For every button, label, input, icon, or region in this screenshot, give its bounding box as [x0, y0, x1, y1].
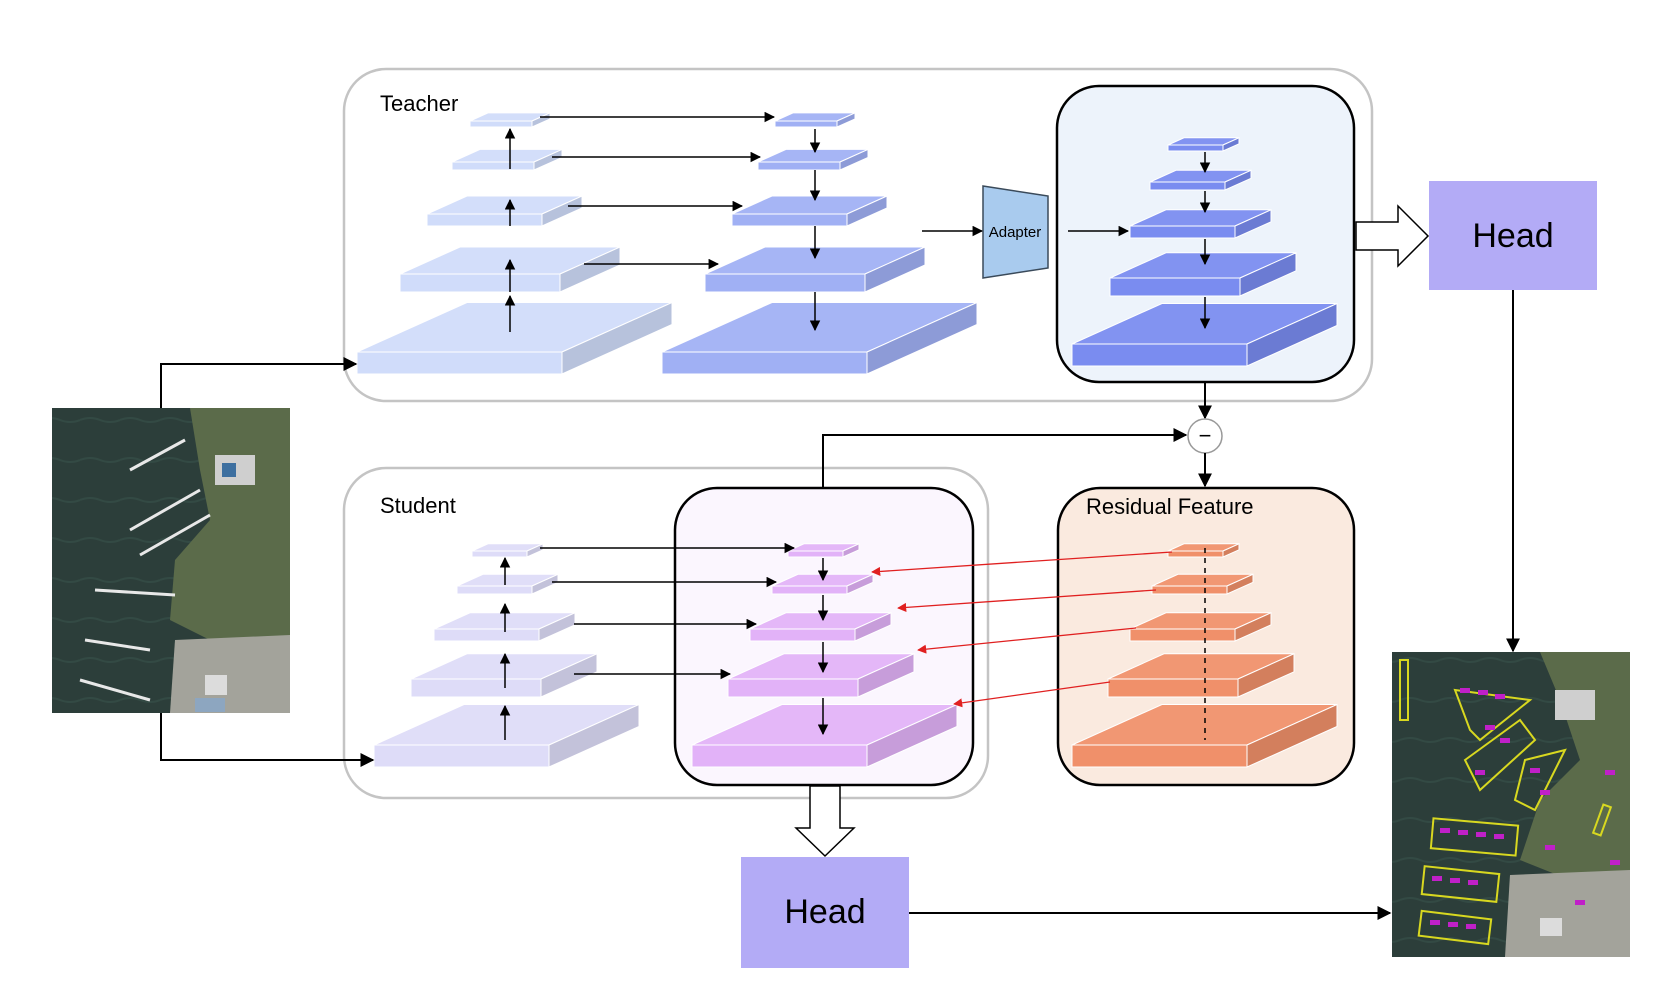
adapter-label: Adapter — [989, 224, 1042, 241]
student-fpn-level-1 — [787, 543, 860, 558]
residual-level-5 — [1071, 703, 1338, 768]
residual-label: Residual Feature — [1086, 494, 1254, 519]
student-backbone-level-2 — [456, 573, 559, 595]
teacher-fpn-level-2 — [757, 148, 869, 171]
student-to-head-block-arrow — [794, 785, 856, 858]
residual-level-1 — [1167, 543, 1240, 558]
teacher-adapted-pyramid — [1071, 137, 1338, 367]
student-head-label: Head — [784, 893, 865, 931]
teacher-adapted-level-1 — [1167, 137, 1240, 152]
teacher-fpn-pyramid — [540, 111, 978, 375]
teacher-backbone-level-4 — [399, 246, 621, 293]
teacher-backbone-pyramid — [356, 112, 673, 375]
student-panel — [342, 466, 990, 800]
input-aerial-image — [52, 408, 290, 713]
residual-to-student-arrow-4 — [953, 681, 1111, 708]
student-fpn-level-5 — [691, 703, 958, 768]
teacher-fpn-level-3 — [731, 195, 888, 227]
output-aerial-image — [1392, 652, 1630, 957]
teacher-to-head-block-arrow — [1355, 204, 1430, 268]
residual-to-student-arrow-1 — [871, 551, 1173, 576]
teacher-backbone-level-2 — [451, 148, 563, 171]
teacher-fpn-level-4 — [704, 246, 926, 293]
student-backbone-level-4 — [410, 653, 598, 698]
student-head-box — [741, 857, 909, 968]
teacher-adapted-level-4 — [1109, 252, 1297, 297]
teacher-fpn-level-5 — [661, 301, 978, 375]
teacher-backbone-level-5 — [356, 301, 673, 375]
student-fpn-pyramid — [540, 542, 958, 768]
residual-pyramid — [871, 543, 1338, 768]
teacher-adapted-level-2 — [1149, 169, 1252, 191]
teacher-head-box — [1429, 181, 1597, 290]
teacher-head-label: Head — [1472, 217, 1553, 255]
residual-level-3 — [1129, 612, 1272, 642]
student-backbone-pyramid — [373, 543, 640, 768]
adapter-block — [982, 185, 1049, 279]
teacher-label: Teacher — [380, 91, 458, 116]
teacher-fpn-level-1 — [774, 112, 856, 128]
student-backbone-level-5 — [373, 703, 640, 768]
teacher-backbone-level-1 — [469, 112, 551, 128]
subtract-symbol: − — [1199, 423, 1212, 448]
teacher-adapted-level-3 — [1129, 209, 1272, 239]
input-to-teacher-arrow — [160, 357, 358, 408]
student-to-subtract-arrow — [822, 428, 1188, 488]
teacher-backbone-level-3 — [426, 195, 583, 227]
student-backbone-level-1 — [471, 543, 544, 558]
input-to-student-arrow — [160, 713, 375, 767]
residual-to-student-arrow-3 — [917, 627, 1137, 654]
student-label: Student — [380, 493, 456, 518]
residual-to-student-arrow-2 — [897, 589, 1157, 612]
